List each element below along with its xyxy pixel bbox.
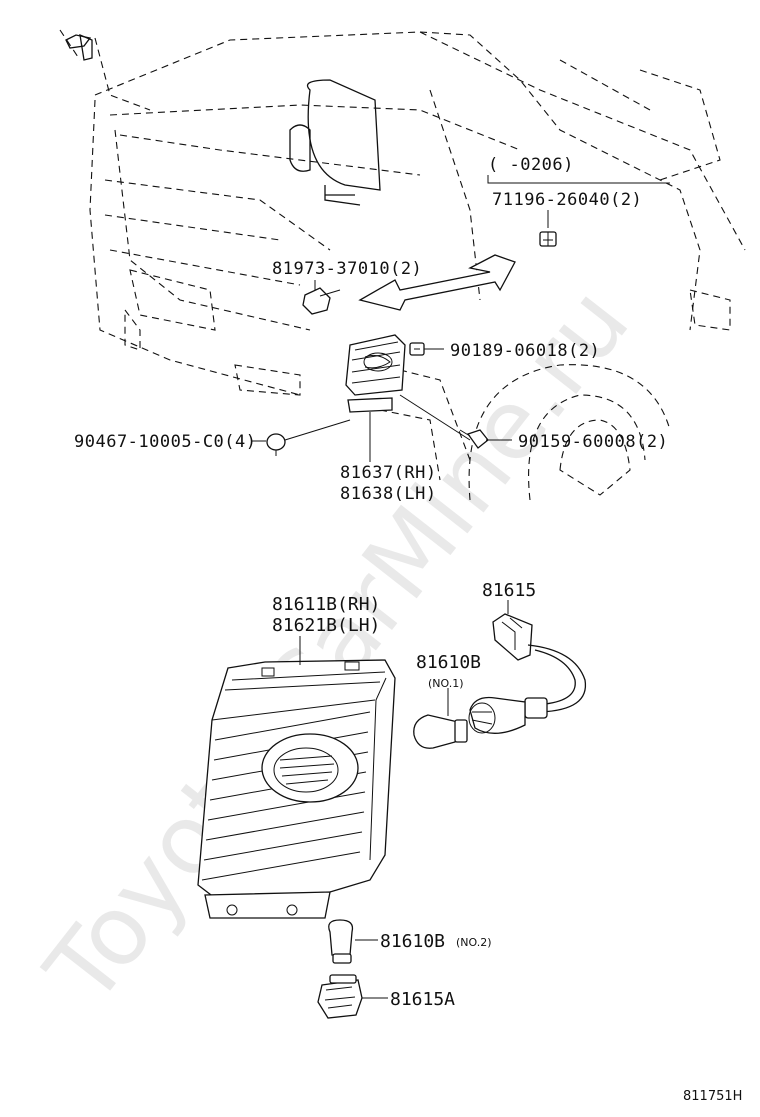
part-81610b-no1-label: 81610B — [416, 652, 481, 673]
part-81611b-label: 81611B(RH) — [272, 594, 380, 615]
part-81610b-no2-label: 81610B — [380, 931, 445, 952]
part-81610b-no1-note: (NO.1) — [428, 677, 464, 690]
part-81973-label: 81973-37010(2) — [272, 259, 422, 279]
part-81610b-no2-note: (NO.2) — [456, 936, 492, 949]
bulb-no2-icon — [328, 919, 354, 964]
corner-lamp-assembly-small — [345, 334, 406, 455]
socket-81615a-icon — [317, 974, 363, 1019]
clip-90467-icon — [266, 433, 286, 456]
part-90467-label: 90467-10005-C0(4) — [74, 432, 257, 452]
nut-81973-icon — [302, 280, 331, 315]
part-71196-label: 71196-26040(2) — [492, 190, 642, 210]
socket-wire-81615 — [468, 613, 587, 734]
svg-text:Toyota-CarMine.ru: Toyota-CarMine.ru — [24, 267, 651, 1025]
lens-housing-81611b — [197, 659, 396, 919]
part-81638-label: 81638(LH) — [340, 484, 437, 504]
part-90159-label: 90159-60008(2) — [518, 432, 668, 452]
part-90189-label: 90189-06018(2) — [450, 341, 600, 361]
part-81615-label: 81615 — [482, 580, 536, 601]
part-81621b-label: 81621B(LH) — [272, 615, 380, 636]
leader-lines-upper — [252, 175, 670, 462]
diagram-code: 811751H — [683, 1089, 742, 1104]
clip-71196-icon — [539, 210, 557, 247]
range-note-label: ( -0206) — [488, 155, 574, 175]
screw-90189-icon — [409, 342, 444, 356]
bulb-no1-icon — [413, 714, 468, 749]
part-81637-label: 81637(RH) — [340, 463, 437, 483]
part-81615a-label: 81615A — [390, 989, 455, 1010]
watermark: Toyota-CarMine.ru — [24, 267, 651, 1025]
bolt-90159-icon — [459, 429, 512, 449]
location-arrow-icon — [358, 254, 516, 311]
truck-cab-illustration — [59, 29, 746, 501]
